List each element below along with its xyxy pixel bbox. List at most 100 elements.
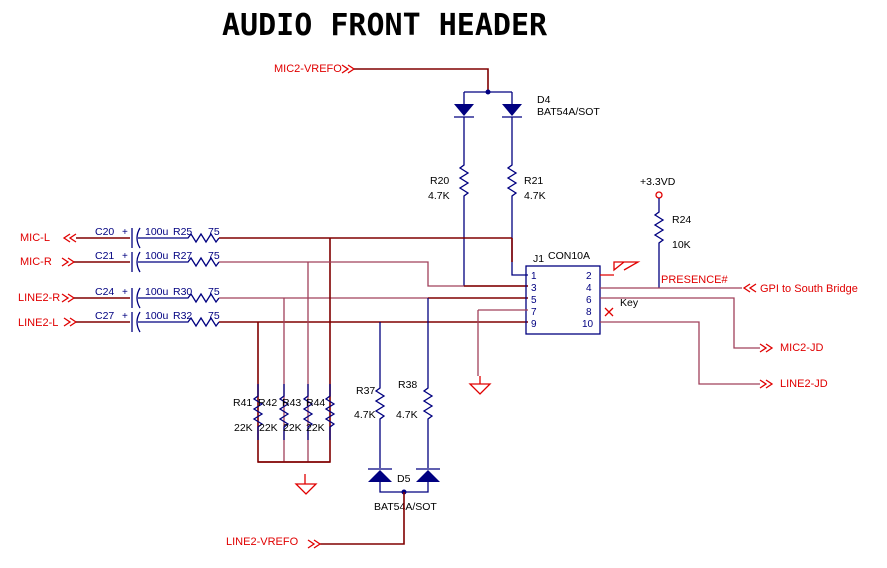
r42-ref: R42 bbox=[258, 397, 277, 409]
input-row-line2-l: LINE2-L C27 + 100u R32 75 bbox=[18, 310, 478, 333]
c27-plate-b bbox=[136, 311, 141, 333]
d4-ref: D4 bbox=[537, 94, 551, 106]
j1-pin-4: 4 bbox=[586, 283, 592, 294]
r32-value: 75 bbox=[208, 310, 220, 322]
d4-common-anode bbox=[463, 91, 513, 104]
d4-value: BAT54A/SOT bbox=[537, 106, 600, 118]
connector-j1: J1 CON10A 1 2 3 4 5 6 7 8 9 10 Key bbox=[468, 250, 641, 395]
r43-symbol bbox=[302, 384, 314, 440]
diode-d4: D4 BAT54A/SOT bbox=[454, 94, 600, 118]
input-row-mic-r: MIC-R C21 + 100u R27 75 bbox=[20, 250, 308, 273]
j1-key-marker bbox=[604, 307, 614, 317]
offpage-arrow-line2-l bbox=[63, 317, 78, 327]
j1-pin-9: 9 bbox=[531, 319, 537, 330]
r21-symbol bbox=[506, 117, 528, 276]
j1-pin2-ground-flag bbox=[600, 261, 641, 276]
c20-ref: C20 bbox=[95, 226, 114, 238]
net-label-mic-r: MIC-R bbox=[20, 256, 52, 268]
r44-ref: R44 bbox=[306, 397, 325, 409]
d4-diode-a-symbol bbox=[454, 104, 474, 116]
power-and-r24: +3.3VD R24 10K bbox=[640, 176, 691, 288]
r24-value: 10K bbox=[672, 239, 691, 251]
resistor-r20: R20 4.7K bbox=[428, 117, 470, 286]
c27-value: 100u bbox=[145, 310, 169, 322]
d5-diode-b-symbol bbox=[416, 470, 440, 482]
wire-mic2-jd bbox=[600, 297, 760, 349]
offpage-arrow-gpi bbox=[742, 283, 757, 293]
ground-symbol-pulldown bbox=[294, 474, 318, 495]
wire-mic-r-to-j1 bbox=[308, 261, 528, 287]
d5-value: BAT54A/SOT bbox=[374, 501, 437, 513]
d5-ref: D5 bbox=[397, 473, 411, 485]
r30-value: 75 bbox=[208, 286, 220, 298]
r25-ref: R25 bbox=[173, 226, 192, 238]
c24-plate-b bbox=[136, 287, 141, 309]
c20-plus: + bbox=[122, 227, 128, 238]
j1-pin-5: 5 bbox=[531, 295, 537, 306]
r27-value: 75 bbox=[208, 250, 220, 262]
input-row-line2-r: LINE2-R C24 + 100u R30 75 bbox=[18, 286, 428, 309]
net-label-presence: PRESENCE# bbox=[661, 274, 729, 286]
r38-symbol bbox=[422, 298, 434, 468]
r41-ref: R41 bbox=[233, 397, 252, 409]
offpage-arrow-line2-r bbox=[61, 293, 76, 303]
power-pin-circle bbox=[655, 191, 663, 199]
c21-value: 100u bbox=[145, 250, 169, 262]
c21-plate-b bbox=[136, 251, 141, 273]
wire-line2-jd bbox=[600, 321, 760, 385]
r42-value: 22K bbox=[259, 422, 278, 434]
c21-plus: + bbox=[122, 251, 128, 262]
net-label-line2-l: LINE2-L bbox=[18, 317, 58, 329]
r37-symbol bbox=[374, 322, 386, 468]
r27-symbol bbox=[138, 256, 220, 268]
r24-ref: R24 bbox=[672, 214, 691, 226]
offpage-arrow-mic2-vrefo bbox=[341, 64, 356, 74]
power-label: +3.3VD bbox=[640, 176, 676, 188]
r20-ref: R20 bbox=[430, 175, 449, 187]
schematic-title: AUDIO FRONT HEADER bbox=[222, 8, 548, 43]
c20-value: 100u bbox=[145, 226, 169, 238]
offpage-arrow-line2-vrefo bbox=[307, 539, 322, 549]
r37-ref: R37 bbox=[356, 385, 375, 397]
r41-symbol bbox=[252, 384, 264, 440]
r43-value: 22K bbox=[283, 422, 302, 434]
r20-symbol bbox=[458, 117, 470, 286]
j1-ref: J1 bbox=[533, 253, 544, 265]
offpage-arrow-mic-l bbox=[62, 233, 77, 243]
wire-mic2-vrefo bbox=[354, 68, 489, 92]
line2-bias-group: R37 4.7K R38 4.7K D5 BAT54A/SOT LINE2-VR… bbox=[226, 298, 440, 549]
j1-pin-10: 10 bbox=[582, 319, 594, 330]
mic2-vrefo-net-group: MIC2-VREFO bbox=[274, 63, 513, 104]
r27-ref: R27 bbox=[173, 250, 192, 262]
d4-diode-b-symbol bbox=[502, 104, 522, 116]
j1-pin-2: 2 bbox=[586, 271, 592, 282]
c21-ref: C21 bbox=[95, 250, 114, 262]
r42-symbol bbox=[278, 384, 290, 440]
j1-key-label: Key bbox=[620, 297, 639, 309]
j1-pin-8: 8 bbox=[586, 307, 592, 318]
wire-line2-vrefo bbox=[320, 492, 405, 545]
outputs-right: PRESENCE# GPI to South Bridge MIC2-JD LI… bbox=[600, 274, 858, 390]
ground-symbol-pin7 bbox=[468, 376, 492, 395]
net-label-mic2-jd: MIC2-JD bbox=[780, 342, 823, 354]
r20-value: 4.7K bbox=[428, 190, 450, 202]
j1-pin-1: 1 bbox=[531, 271, 537, 282]
c24-plus: + bbox=[122, 287, 128, 298]
offpage-arrow-mic-r bbox=[61, 257, 76, 267]
j1-body bbox=[525, 265, 601, 335]
j1-value: CON10A bbox=[548, 250, 590, 262]
r41-value: 22K bbox=[234, 422, 253, 434]
r30-ref: R30 bbox=[173, 286, 192, 298]
r38-value: 4.7K bbox=[396, 409, 418, 421]
net-label-mic-l: MIC-L bbox=[20, 232, 50, 244]
r21-ref: R21 bbox=[524, 175, 543, 187]
c20-plate-b bbox=[136, 227, 141, 249]
c27-ref: C27 bbox=[95, 310, 114, 322]
r25-value: 75 bbox=[208, 226, 220, 238]
j1-pin-7: 7 bbox=[531, 307, 537, 318]
net-label-line2-r: LINE2-R bbox=[18, 292, 60, 304]
offpage-arrow-line2-jd bbox=[759, 379, 774, 389]
r44-symbol bbox=[324, 384, 336, 440]
r21-value: 4.7K bbox=[524, 190, 546, 202]
